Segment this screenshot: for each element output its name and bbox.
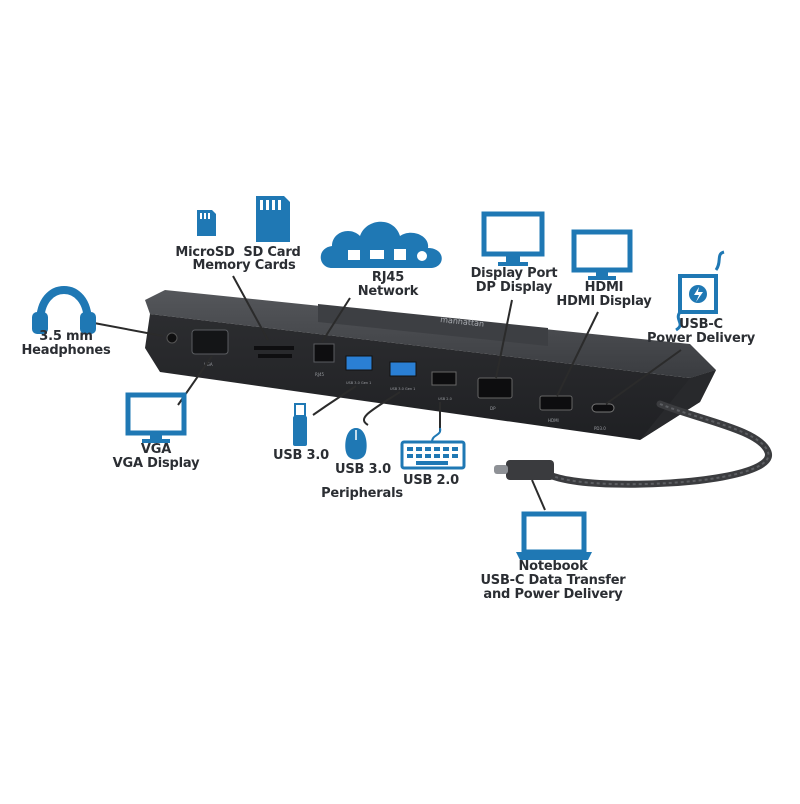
dock-grip-panel <box>318 304 548 346</box>
usb-a-port-3 <box>431 371 457 386</box>
docking-station: manhattan VGA RJ45 USB 3.0 Gen 1 USB 3.0… <box>145 290 716 440</box>
dock-right-end <box>640 370 716 440</box>
leader-lines <box>93 275 682 511</box>
usb-c-port-tag: PD3.0 <box>594 426 606 431</box>
hdmi-port <box>539 395 573 411</box>
dock-top-surface <box>145 290 716 378</box>
notebook-label: Notebook USB-C Data Transfer and Power D… <box>480 559 626 602</box>
memory-cards-label: Memory Cards <box>192 258 296 273</box>
vga-port-tag: VGA <box>204 362 213 367</box>
usb-a-port-1 <box>345 355 373 371</box>
headphones-icon <box>32 285 96 334</box>
vga-port <box>191 329 229 355</box>
microsd-label: MicroSD <box>175 245 235 260</box>
monitor-icon <box>481 211 545 266</box>
sd-card-icon <box>256 196 290 242</box>
usb-flash-drive-icon <box>293 403 307 446</box>
headphones-label: 3.5 mm Headphones <box>21 329 111 358</box>
sd-card-slot <box>258 354 292 358</box>
keyboard-icon <box>400 427 466 470</box>
monitor-icon <box>571 229 633 280</box>
vga-label: VGA VGA Display <box>112 442 200 471</box>
rj45-label: RJ45 Network <box>357 270 419 299</box>
rj45-port-tag: RJ45 <box>315 372 325 377</box>
displayport-port-tag: DP <box>490 406 496 411</box>
microsd-card-icon <box>197 210 216 236</box>
usb-a-port-1-tag: USB 3.0 Gen 1 <box>346 381 371 385</box>
hdmi-port-tag: HDMI <box>548 418 559 423</box>
rj45-port <box>313 343 335 363</box>
network-cloud-icon <box>320 221 442 268</box>
hdmi-label: HDMI HDMI Display <box>556 280 652 309</box>
mouse-icon <box>345 428 367 460</box>
audio-jack-port <box>166 332 178 344</box>
displayport-label: Display Port DP Display <box>470 266 558 295</box>
usb-c-connector <box>506 460 554 480</box>
usb30-drive-label: USB 3.0 <box>273 448 329 463</box>
usb-a-port-2-tag: USB 3.0 Gen 1 <box>390 387 415 391</box>
microsd-slot <box>254 346 294 350</box>
usb-c-port <box>591 403 615 413</box>
laptop-icon <box>516 511 592 560</box>
usb30-mouse-label: USB 3.0 <box>335 462 391 477</box>
usb-a-port-3-tag: USB 2.0 <box>438 397 452 401</box>
power-plug-icon <box>675 250 725 332</box>
sdcard-label: SD Card <box>243 245 301 260</box>
monitor-icon <box>125 392 187 443</box>
usb20-label: USB 2.0 <box>403 473 459 488</box>
displayport-port <box>477 377 513 399</box>
usb-a-port-2 <box>389 361 417 377</box>
usb-c-cable <box>494 400 772 488</box>
peripherals-label: Peripherals <box>321 486 403 501</box>
usbc-pd-label: USB-C Power Delivery <box>646 317 756 346</box>
dock-front-face <box>145 314 716 440</box>
